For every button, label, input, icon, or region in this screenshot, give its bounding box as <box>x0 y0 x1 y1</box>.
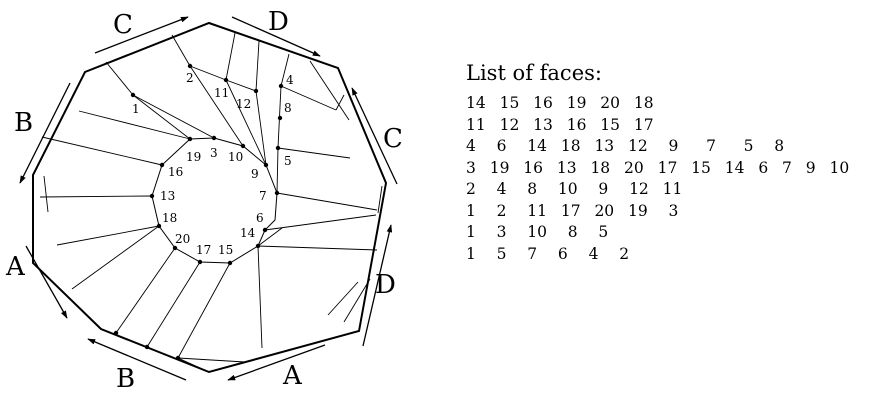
vertex-label: 16 <box>168 165 183 179</box>
vertex-label: 9 <box>251 167 259 181</box>
vertex-label: 13 <box>160 189 175 203</box>
face-row: 1 5 7 6 4 2 <box>466 244 630 263</box>
outer-decagon <box>32 21 388 374</box>
vertex-label: 1 <box>132 102 140 116</box>
vertex-label: 14 <box>240 226 256 240</box>
vertex-label: 19 <box>186 150 201 164</box>
edge-label: A <box>282 361 303 391</box>
face-row: 2 4 8 10 9 12 11 <box>466 180 683 198</box>
face-row: 4 6 14 18 13 12 9 7 5 8 <box>466 137 785 155</box>
face-row: 1 2 11 17 20 19 3 <box>466 201 679 220</box>
face-row: 14 15 16 19 20 18 <box>466 94 654 112</box>
vertex-label: 10 <box>228 150 243 164</box>
faces-panel: List of faces: 14 15 16 19 20 18 11 12 1… <box>466 60 866 265</box>
face-row: 3 19 16 13 18 20 17 15 14 6 7 9 10 <box>466 158 850 177</box>
vertex-dots <box>113 63 284 361</box>
vertex-label: 4 <box>286 73 294 87</box>
face-row: 1 3 10 8 5 <box>466 223 609 241</box>
edge-label: D <box>375 270 396 300</box>
vertex-label: 2 <box>186 71 194 85</box>
face-row: 11 12 13 16 15 17 <box>466 115 654 134</box>
vertex-label: 18 <box>162 211 177 225</box>
vertex-label: 3 <box>210 146 218 160</box>
edge-label: C <box>383 124 403 154</box>
vertex-label: 7 <box>259 189 267 203</box>
edge-label: B <box>14 108 33 138</box>
vertex-label: 11 <box>214 86 229 100</box>
vertex-label: 12 <box>236 97 251 111</box>
boundary-arrows <box>19 16 398 381</box>
interior-edges <box>39 32 383 373</box>
vertex-label: 8 <box>284 101 292 115</box>
vertex-label: 17 <box>196 243 211 257</box>
edge-label: B <box>116 364 135 394</box>
edge-label: D <box>268 7 289 37</box>
edge-label: C <box>113 10 133 40</box>
edge-label: A <box>5 252 26 282</box>
vertex-label: 15 <box>218 243 233 257</box>
polygon-diagram: 1 2 3 4 5 6 7 8 9 10 11 12 13 14 15 16 1… <box>5 7 403 394</box>
vertex-label: 20 <box>175 232 190 246</box>
faces-title: List of faces: <box>466 61 602 85</box>
vertex-label: 6 <box>256 211 264 225</box>
vertex-label: 5 <box>284 154 292 168</box>
